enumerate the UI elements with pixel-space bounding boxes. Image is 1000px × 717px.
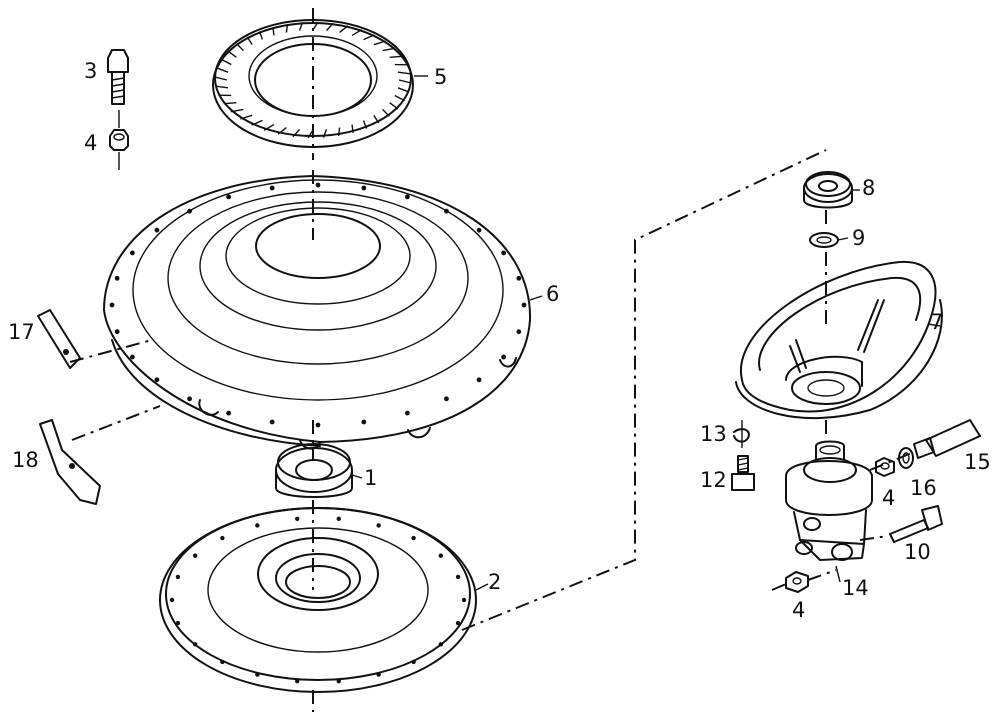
washer-part-9 bbox=[809, 232, 839, 248]
bolt-part-15 bbox=[869, 419, 981, 471]
clip-part-13 bbox=[733, 420, 750, 448]
callout-10: 10 bbox=[904, 540, 931, 564]
callout-12: 12 bbox=[700, 468, 727, 492]
callout-17: 17 bbox=[8, 320, 35, 344]
callout-9: 9 bbox=[852, 226, 866, 250]
callout-4-bottom: 4 bbox=[792, 598, 806, 622]
callout-16: 16 bbox=[910, 476, 937, 500]
callout-14: 14 bbox=[842, 576, 869, 600]
washer-part-9-hole bbox=[816, 236, 832, 244]
bracket-part-18 bbox=[39, 405, 161, 505]
callout-5: 5 bbox=[434, 65, 448, 89]
pivot-block-part-14 bbox=[785, 420, 873, 561]
funnel-housing-part-7 bbox=[735, 260, 943, 420]
dome-housing-part-6 bbox=[103, 175, 532, 450]
callout-15: 15 bbox=[964, 450, 991, 474]
callout-2: 2 bbox=[488, 570, 502, 594]
assembly-link-line bbox=[461, 149, 827, 631]
bolt-part-3 bbox=[107, 49, 129, 105]
callout-8: 8 bbox=[862, 176, 876, 200]
callout-1: 1 bbox=[364, 466, 378, 490]
callout-3: 3 bbox=[84, 59, 98, 83]
screw-part-12 bbox=[731, 455, 755, 491]
bracket-part-17 bbox=[37, 309, 153, 369]
callout-13: 13 bbox=[700, 422, 727, 446]
bearing-part-8 bbox=[803, 171, 853, 209]
leader-lines bbox=[351, 75, 941, 591]
callout-4-bolt: 4 bbox=[84, 131, 98, 155]
bolt-part-10 bbox=[859, 505, 943, 543]
nut-part-4 bbox=[109, 110, 129, 170]
callout-18: 18 bbox=[12, 448, 39, 472]
callout-6: 6 bbox=[546, 282, 560, 306]
nut-bottom-part-4 bbox=[771, 569, 837, 593]
callout-4-right: 4 bbox=[882, 486, 896, 510]
callout-7: 7 bbox=[930, 310, 944, 334]
base-plate-part-2 bbox=[159, 507, 477, 693]
